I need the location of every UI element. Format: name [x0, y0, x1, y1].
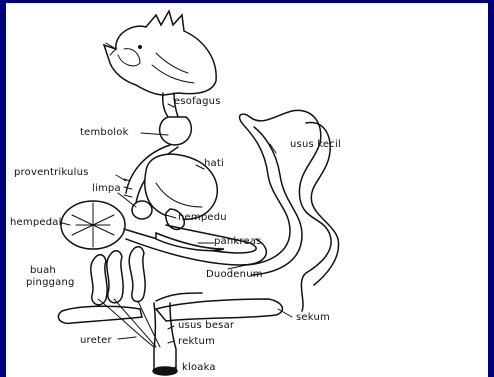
label-hempedal: hempedal [10, 217, 62, 228]
label-usus-besar: usus besar [178, 320, 234, 331]
kidney-center [129, 247, 145, 302]
kidney-left [91, 255, 107, 305]
ceca-left [58, 306, 142, 323]
label-buah: buah [30, 265, 56, 276]
crop [160, 117, 192, 145]
label-rektum: rektum [178, 336, 215, 347]
label-pinggang: pinggang [26, 277, 75, 288]
digestive-system-drawing [6, 3, 488, 377]
label-pankreas: pankreas [214, 236, 262, 247]
ceca [156, 299, 282, 321]
label-esofagus: esofagus [174, 96, 221, 107]
label-hempedu: hempedu [178, 212, 227, 223]
kidney-right [107, 251, 123, 303]
label-duodenum: Duodenum [206, 269, 263, 280]
diagram-panel: esofagus tembolok usus kecil hati proven… [6, 3, 488, 377]
label-hati: hati [204, 158, 224, 169]
label-kloaka: kloaka [182, 362, 216, 373]
chicken-head [104, 11, 216, 95]
label-limpa: limpa [92, 183, 121, 194]
label-tembolok: tembolok [80, 127, 129, 138]
label-sekum: sekum [296, 312, 330, 323]
spleen [132, 201, 152, 219]
label-ureter: ureter [80, 335, 112, 346]
label-proventrikulus: proventrikulus [14, 167, 89, 178]
label-usus-kecil: usus kecil [290, 139, 341, 150]
